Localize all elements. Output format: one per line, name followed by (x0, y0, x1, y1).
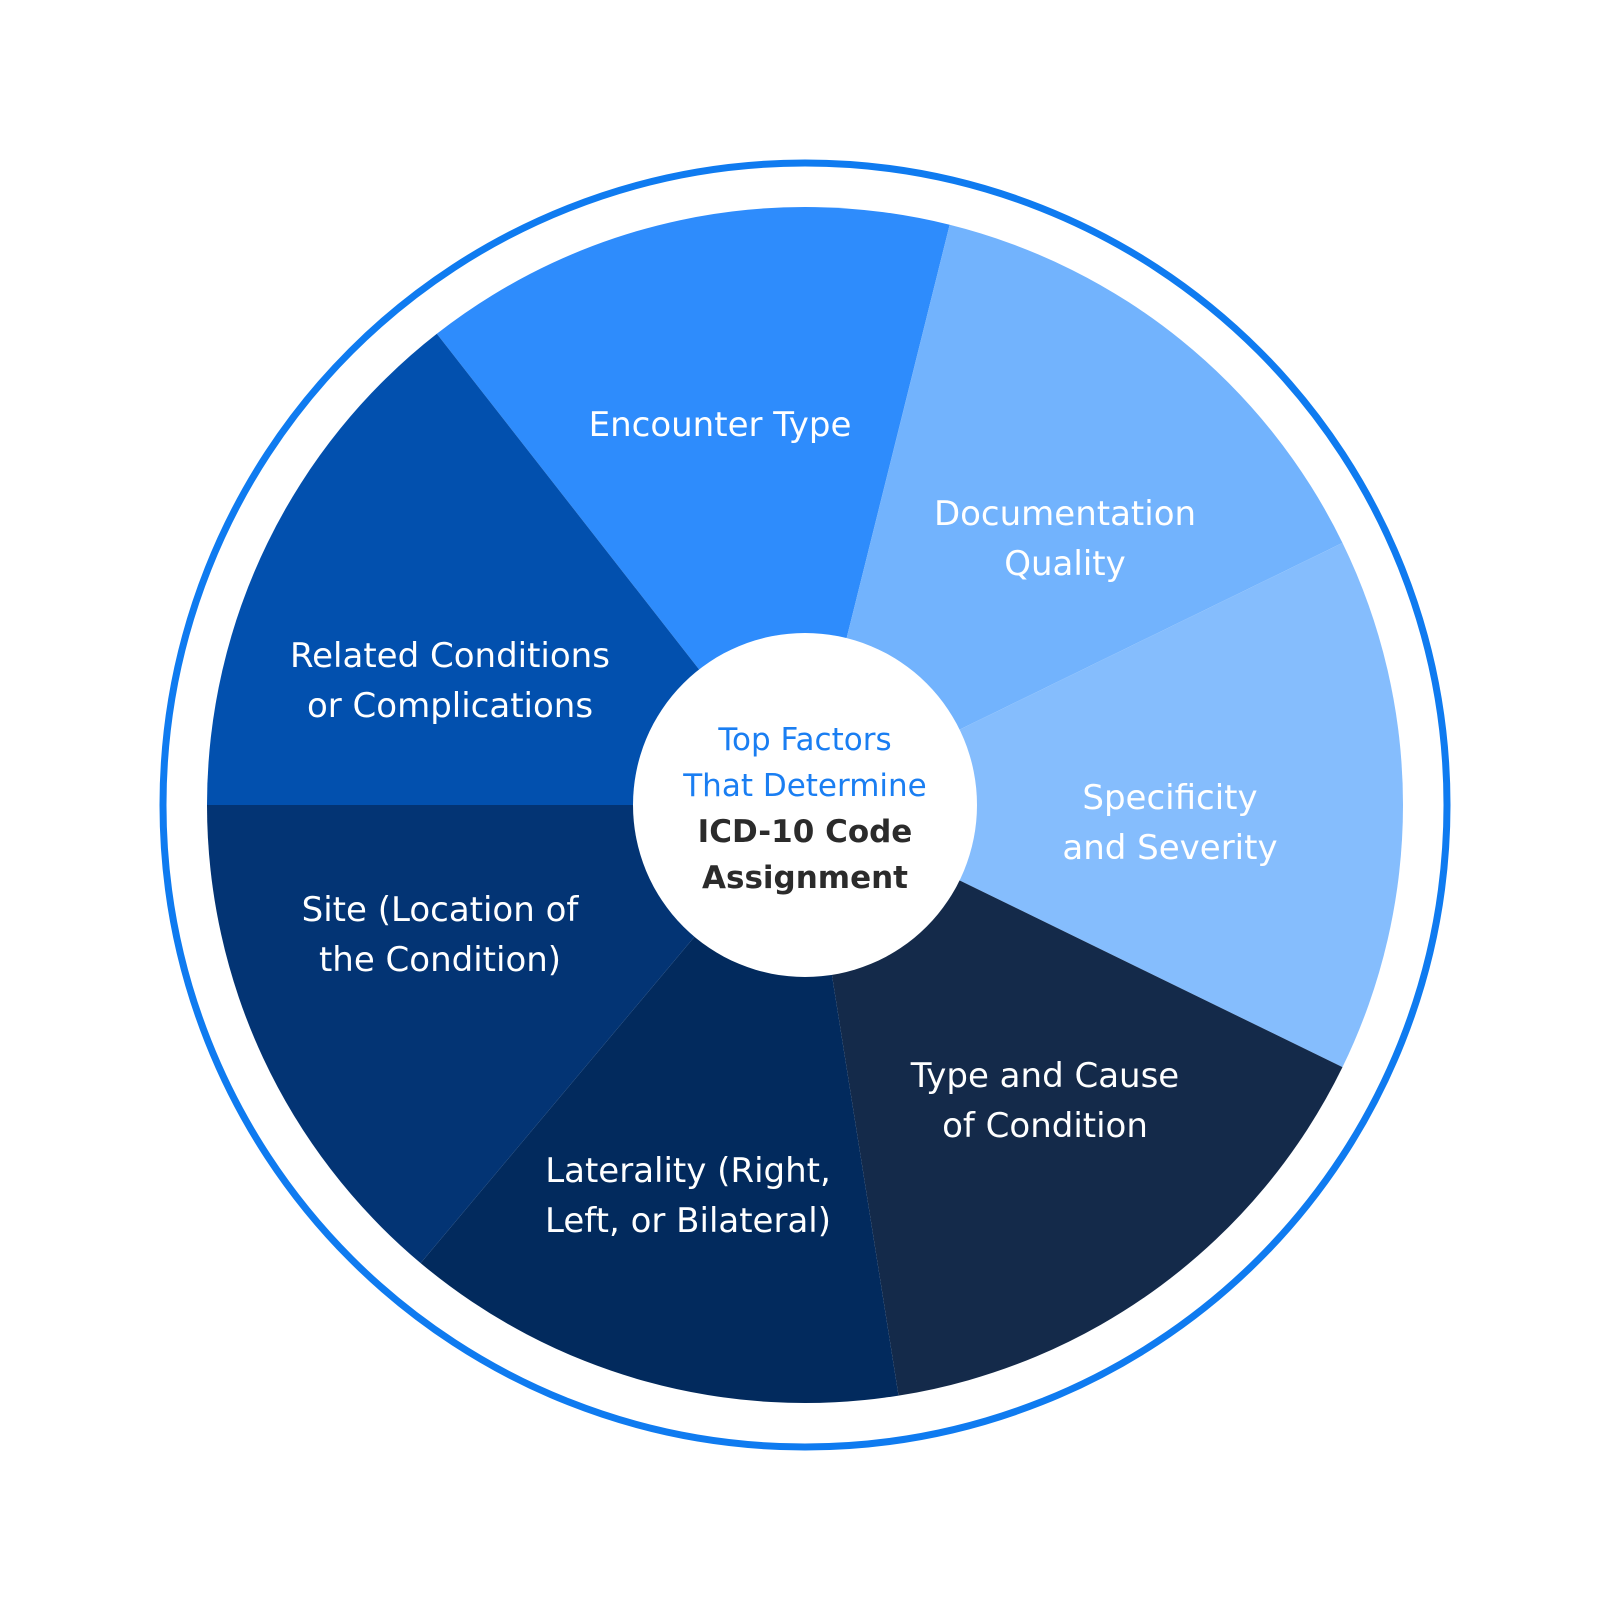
segment-label-line: or Complications (307, 686, 593, 726)
segment-label-line: Left, or Bilateral) (545, 1201, 831, 1241)
segment-label-related-conditions: Related Conditions or Complications (290, 636, 610, 726)
segment-label-encounter-type: Encounter Type (589, 405, 852, 445)
segment-label-line: and Severity (1062, 828, 1277, 868)
segment-label-line: the Condition) (319, 940, 561, 980)
segment-label-line: Documentation (934, 494, 1196, 534)
segment-label-site-location: Site (Location of the Condition) (302, 890, 580, 980)
segment-site-location (207, 805, 805, 1264)
segments-group (207, 206, 1404, 1404)
segment-label-line: Related Conditions (290, 636, 610, 676)
outer-ring (159, 159, 1451, 1451)
segment-specificity-severity (805, 542, 1404, 1068)
segment-label-type-cause-condition: Type and Cause of Condition (910, 1056, 1179, 1146)
center-title-line-1: Top Factors (717, 722, 891, 758)
segment-documentation-quality (805, 224, 1343, 805)
segment-label-laterality: Laterality (Right, Left, or Bilateral) (545, 1151, 831, 1241)
segment-label-line: Laterality (Right, (545, 1151, 831, 1191)
segment-label-line: of Condition (942, 1106, 1148, 1146)
segment-label-line: Quality (1004, 544, 1126, 584)
center-title-line-3: ICD-10 Code (698, 814, 913, 850)
segment-related-conditions (207, 333, 805, 805)
center-title-line-2: That Determine (682, 768, 927, 804)
segment-label-specificity-severity: Specificity and Severity (1062, 778, 1277, 868)
segment-label-line: Specificity (1082, 778, 1257, 818)
center-title-line-4: Assignment (702, 860, 908, 896)
segment-label-line: Encounter Type (589, 405, 852, 445)
segment-label-line: Site (Location of (302, 890, 580, 930)
segment-type-cause-condition (805, 805, 1343, 1396)
center-circle (633, 633, 977, 977)
segment-label-line: Type and Cause (910, 1056, 1179, 1096)
